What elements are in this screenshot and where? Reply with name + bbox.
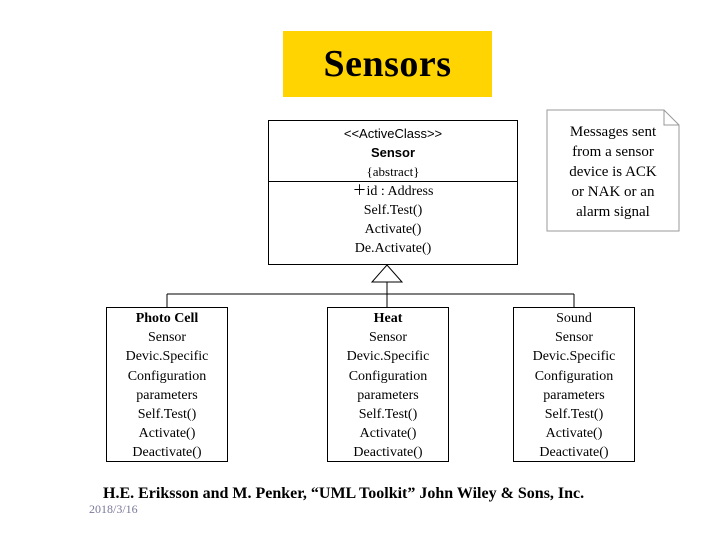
sensor-class-box: <<ActiveClass>> Sensor {abstract} ＋id : … [268, 120, 518, 265]
subclass-body-line: Configuration [534, 368, 614, 384]
note-line: from a sensor [572, 144, 654, 160]
note-line: device is ACK [569, 164, 657, 180]
subclass-name-line: Sensor [147, 330, 187, 346]
stereotype-label: <<ActiveClass>> [343, 126, 443, 141]
subclass-body-line: Devic.Specific [346, 349, 430, 365]
subclass-name-line: Sound [556, 311, 592, 326]
class-divider [269, 181, 517, 182]
class-name: Sensor [370, 145, 416, 160]
subclass-name-line: Photo Cell [135, 311, 199, 326]
note-line: or NAK or an [571, 184, 655, 200]
uml-note: Messages sent from a sensor device is AC… [546, 109, 680, 232]
subclass-body-line: Configuration [348, 368, 428, 384]
subclass-body-line: parameters [357, 387, 419, 403]
operation-activate: Activate() [364, 222, 422, 237]
note-line: alarm signal [576, 204, 650, 220]
subclass-body-line: Activate() [138, 426, 196, 442]
slide-title-box: Sensors [283, 31, 492, 97]
subclass-name-line: Heat [373, 311, 403, 326]
subclass-body-line: parameters [136, 387, 198, 403]
generalization-arrowhead [370, 264, 404, 283]
subclass-body-line: Deactivate() [539, 445, 609, 461]
operation-selftest: Self.Test() [363, 203, 423, 218]
class-attribute: ＋id : Address [352, 184, 434, 199]
subclass-body-line: Configuration [127, 368, 207, 384]
subclass-body-line: Devic.Specific [125, 349, 209, 365]
subclass-body-line: Deactivate() [132, 445, 202, 461]
subclass-body-line: Deactivate() [353, 445, 423, 461]
note-shape [546, 109, 680, 232]
heat-sensor-box: Heat Sensor Devic.Specific Configuration… [327, 307, 449, 462]
subclass-name-line: Sensor [368, 330, 408, 346]
subclass-body-line: Activate() [359, 426, 417, 442]
note-text: Messages sent from a sensor device is AC… [546, 122, 680, 222]
subclass-body-line: Devic.Specific [532, 349, 616, 365]
subclass-body-line: Self.Test() [544, 407, 604, 423]
slide-title: Sensors [323, 43, 452, 85]
slide-date: 2018/3/16 [89, 502, 138, 516]
abstract-modifier: {abstract} [366, 164, 420, 179]
subclass-body-line: parameters [543, 387, 605, 403]
subclass-name-line: Sensor [554, 330, 594, 346]
sound-sensor-box: Sound Sensor Devic.Specific Configuratio… [513, 307, 635, 462]
operation-deactivate: De.Activate() [354, 241, 432, 256]
subclass-body-line: Self.Test() [358, 407, 418, 423]
photo-cell-sensor-box: Photo Cell Sensor Devic.Specific Configu… [106, 307, 228, 462]
subclass-body-line: Self.Test() [137, 407, 197, 423]
note-line: Messages sent [569, 124, 657, 140]
subclass-body-line: Activate() [545, 426, 603, 442]
citation-text: H.E. Eriksson and M. Penker, “UML Toolki… [103, 485, 585, 502]
